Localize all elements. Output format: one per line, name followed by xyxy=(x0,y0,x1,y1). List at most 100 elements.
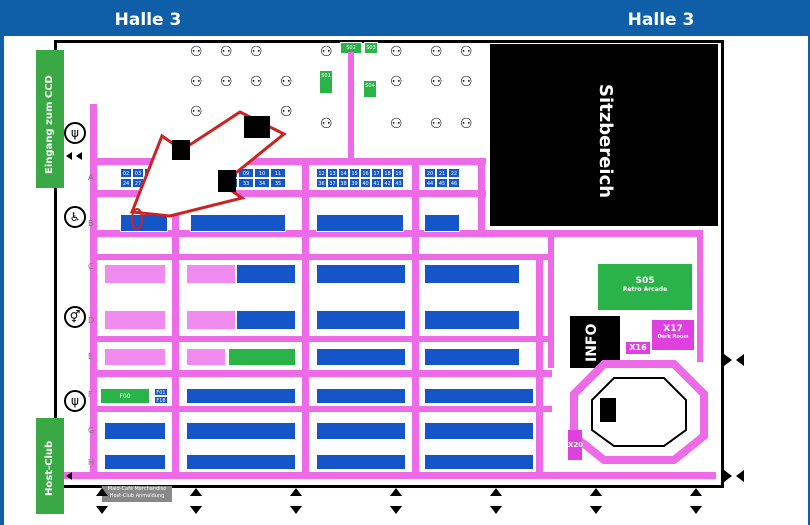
stand-02[interactable]: 02 xyxy=(120,168,132,178)
stand-11[interactable]: 11 xyxy=(270,168,286,178)
stand-38[interactable]: 38 xyxy=(338,178,349,188)
stand-block[interactable] xyxy=(104,310,166,330)
hall-label-right: Halle 3 xyxy=(612,0,710,36)
aisle-top xyxy=(90,158,486,165)
stand-20[interactable]: 20 xyxy=(424,168,436,178)
stand-block[interactable] xyxy=(424,310,520,330)
stand-22[interactable]: 22 xyxy=(448,168,460,178)
aisle-v5 xyxy=(478,158,485,230)
stand-40[interactable]: 40 xyxy=(360,178,371,188)
merch-note: Maid-Café Merchandise Host-Club Anmeldun… xyxy=(102,486,172,502)
seating-area: Sitzbereich xyxy=(490,44,718,226)
stand-12[interactable]: 12 xyxy=(316,168,327,178)
aisle-cd xyxy=(90,254,552,260)
car-icon: ⚇ xyxy=(460,44,473,60)
row-letter-f: F xyxy=(88,390,93,399)
stand-36[interactable]: 36 xyxy=(316,178,327,188)
stand-block[interactable] xyxy=(316,310,406,330)
stand-37[interactable]: 37 xyxy=(327,178,338,188)
stand-18[interactable]: 18 xyxy=(382,168,393,178)
stand-35[interactable]: 35 xyxy=(270,178,286,188)
dark-room[interactable]: X17 Dark Room xyxy=(652,320,694,350)
stand-block[interactable] xyxy=(190,214,286,232)
highlight-circle xyxy=(131,208,143,230)
stand-43[interactable]: 43 xyxy=(393,178,404,188)
stand-03[interactable]: 03 xyxy=(132,168,144,178)
stand-f18[interactable]: F18 xyxy=(154,396,168,404)
stand-42[interactable]: 42 xyxy=(382,178,393,188)
stand-14[interactable]: 14 xyxy=(338,168,349,178)
stand-16[interactable]: 16 xyxy=(360,168,371,178)
aisle-b-c xyxy=(90,230,702,237)
wall-left xyxy=(54,40,57,488)
car-icon: ⚇ xyxy=(460,116,473,132)
aisle-v4 xyxy=(412,158,419,472)
row-letter-h: H xyxy=(88,458,95,467)
stand-block[interactable] xyxy=(316,214,404,232)
stand-block[interactable] xyxy=(186,310,236,330)
stand-x20[interactable]: X20 xyxy=(568,430,583,460)
stand-block[interactable] xyxy=(104,348,166,366)
stand-block[interactable] xyxy=(186,454,296,470)
stand-block[interactable] xyxy=(186,422,296,440)
aisle-v7 xyxy=(548,230,554,368)
car-icon: ⚇ xyxy=(190,104,203,120)
aisle-gh xyxy=(90,406,552,412)
stand-09[interactable]: 09 xyxy=(238,168,254,178)
stand-f01[interactable]: F01 xyxy=(154,388,168,396)
stand-24[interactable]: 24 xyxy=(120,178,132,188)
stand-block[interactable] xyxy=(228,348,296,366)
car-icon: ⚇ xyxy=(430,116,443,132)
restaurant-icon: ψ xyxy=(64,390,86,412)
stand-15[interactable]: 15 xyxy=(349,168,360,178)
stand-block[interactable] xyxy=(104,264,166,284)
stand-block[interactable] xyxy=(104,422,166,440)
stand-block[interactable] xyxy=(186,348,226,366)
stand-s04[interactable]: S04 xyxy=(363,80,377,98)
stand-block[interactable] xyxy=(424,454,534,470)
stand-block[interactable] xyxy=(316,264,406,284)
stand-block[interactable] xyxy=(424,264,520,284)
stand-block[interactable] xyxy=(104,454,166,470)
stand-17[interactable]: 17 xyxy=(371,168,382,178)
stand-block[interactable] xyxy=(424,388,534,404)
info-box[interactable]: INFO xyxy=(570,316,620,368)
stand-block[interactable] xyxy=(186,264,236,284)
stand-f00[interactable]: F00 xyxy=(100,388,150,404)
entrance-arrows xyxy=(66,152,744,514)
stand-41[interactable]: 41 xyxy=(371,178,382,188)
stand-34[interactable]: 34 xyxy=(254,178,270,188)
stand-21[interactable]: 21 xyxy=(436,168,448,178)
stand-10[interactable]: 10 xyxy=(254,168,270,178)
stand-block[interactable] xyxy=(186,388,296,404)
entrance-label: Eingang zum CCD xyxy=(36,50,64,188)
stand-block[interactable] xyxy=(316,388,406,404)
aisle-ef xyxy=(90,370,552,377)
stand-x16[interactable]: X16 xyxy=(626,342,650,354)
car-icon: ⚇ xyxy=(390,74,403,90)
stand-39[interactable]: 39 xyxy=(349,178,360,188)
stand-s01[interactable]: S01 xyxy=(319,70,333,94)
retro-arcade[interactable]: S05 Retro Arcade xyxy=(598,264,692,310)
wall-bottom xyxy=(54,485,724,488)
stand-45[interactable]: 45 xyxy=(436,178,448,188)
stand-block[interactable] xyxy=(316,422,406,440)
stand-block[interactable] xyxy=(424,348,520,366)
car-icon: ⚇ xyxy=(190,44,203,60)
car-icon: ⚇ xyxy=(280,104,293,120)
stand-block[interactable] xyxy=(316,454,406,470)
aisle-ab xyxy=(90,190,486,197)
stand-46[interactable]: 46 xyxy=(448,178,460,188)
dark-room-code: X17 xyxy=(663,324,683,334)
stand-33[interactable]: 33 xyxy=(238,178,254,188)
stand-44[interactable]: 44 xyxy=(424,178,436,188)
stand-block[interactable] xyxy=(424,214,460,232)
stand-block[interactable] xyxy=(236,264,296,284)
stand-block[interactable] xyxy=(424,422,534,440)
stand-19[interactable]: 19 xyxy=(393,168,404,178)
stand-s03[interactable]: S03 xyxy=(364,42,378,54)
stand-13[interactable]: 13 xyxy=(327,168,338,178)
aisle-v6 xyxy=(536,254,543,472)
stand-block[interactable] xyxy=(316,348,406,366)
stand-block[interactable] xyxy=(236,310,296,330)
